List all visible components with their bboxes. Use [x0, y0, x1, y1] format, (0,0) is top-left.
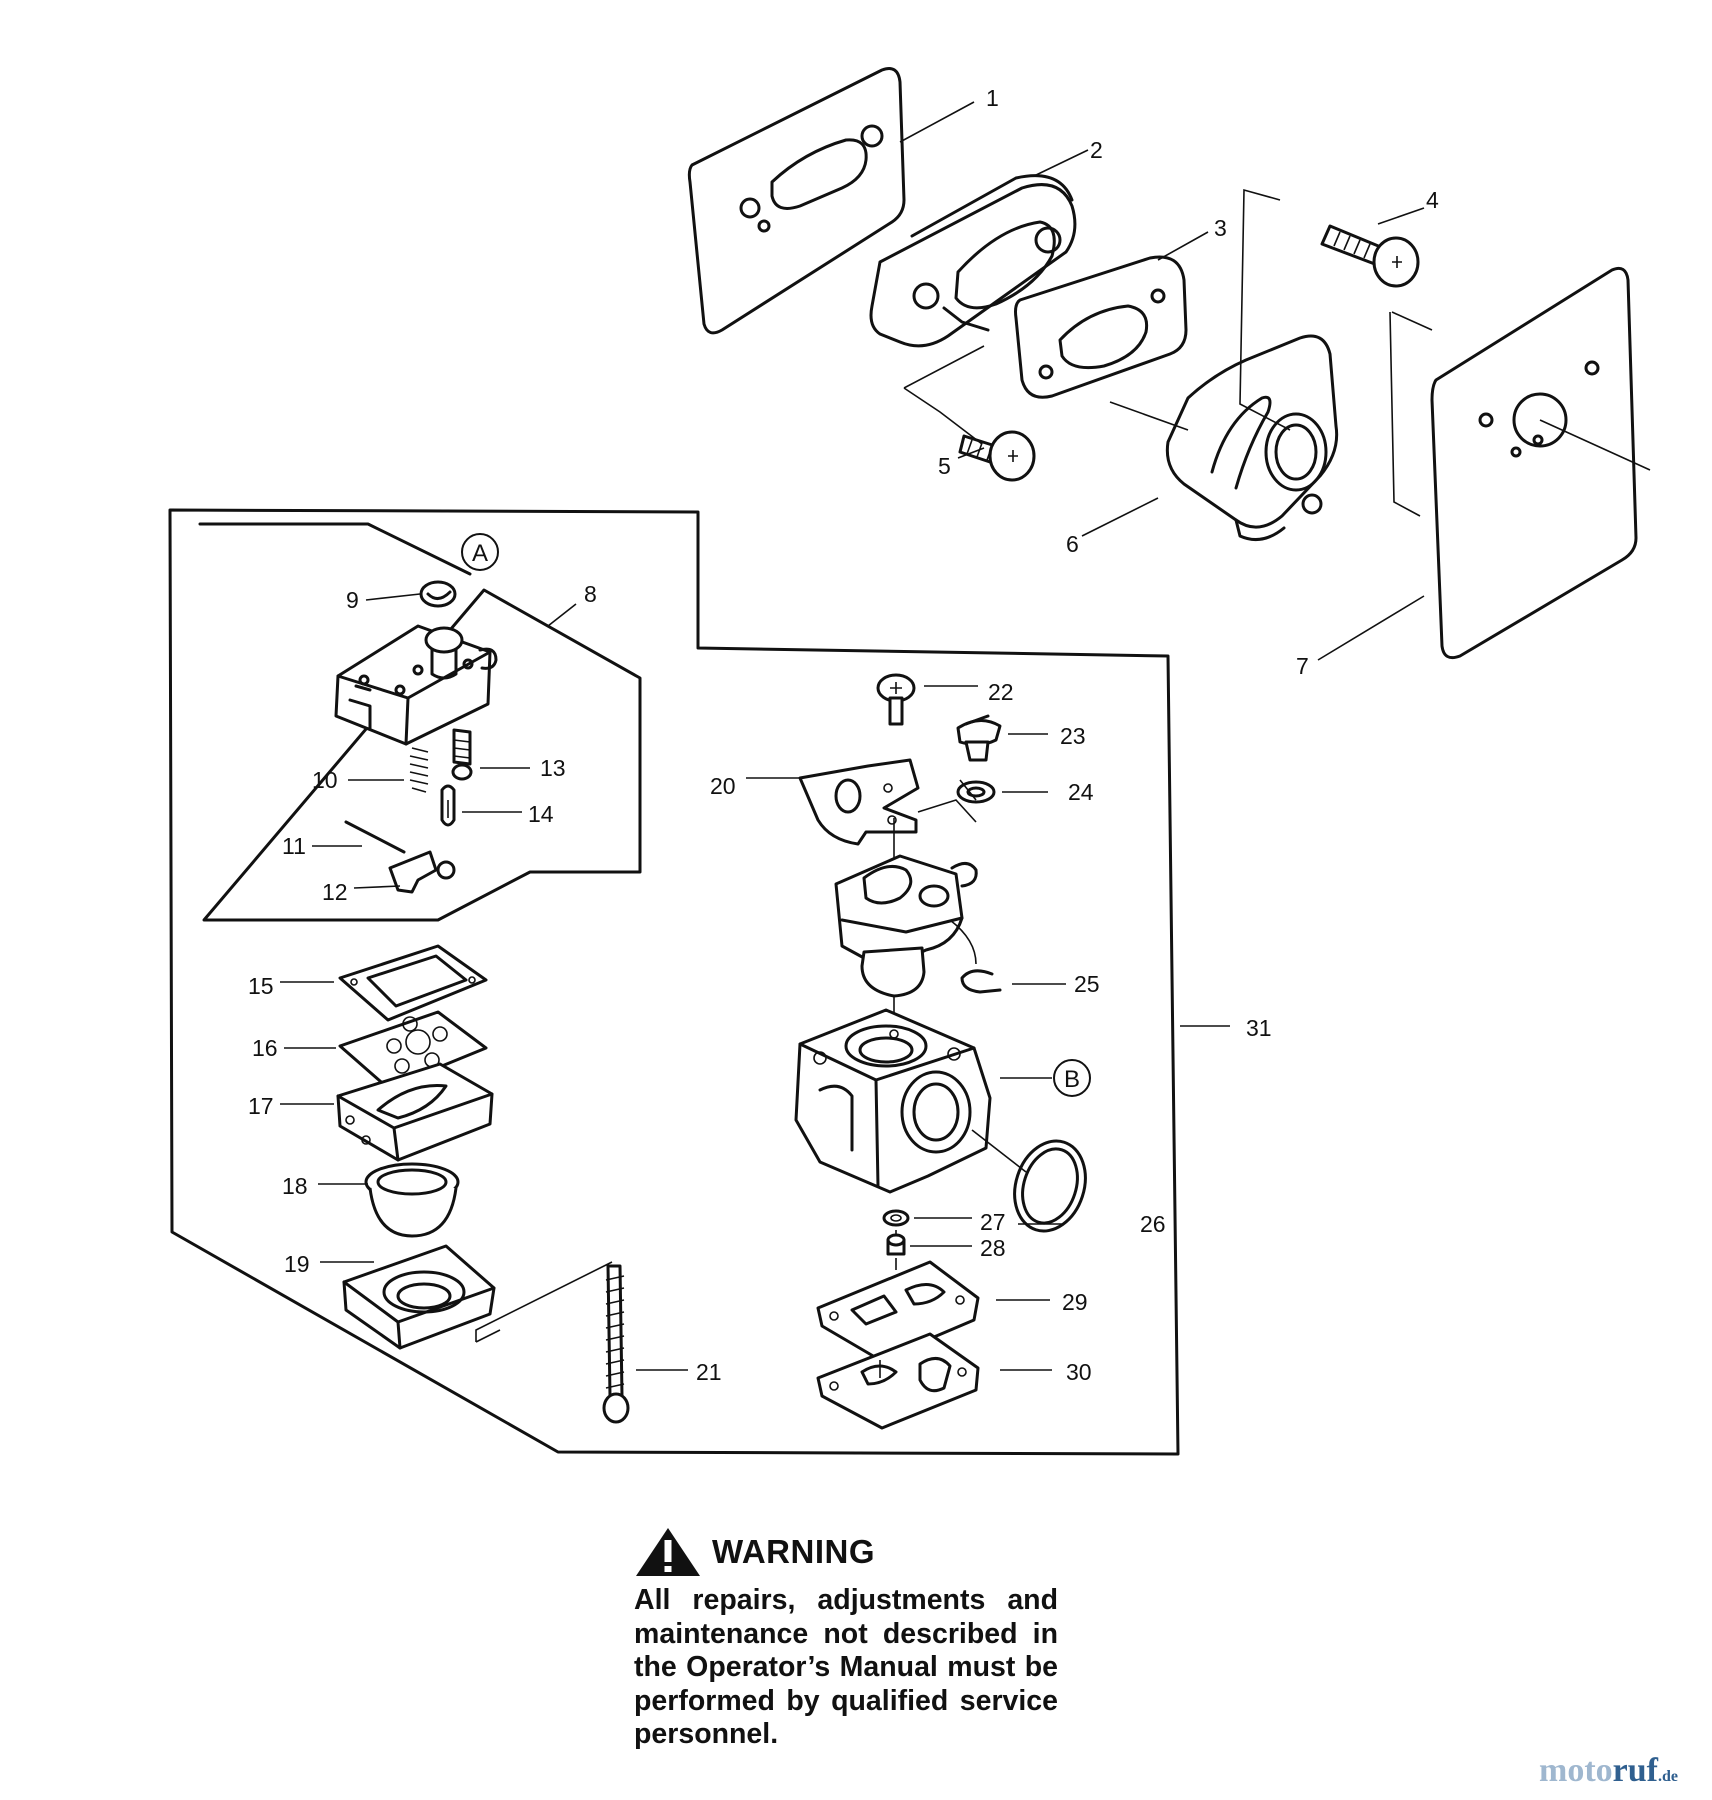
- warning-body: All repairs, adjustments and maintenance…: [634, 1584, 1058, 1750]
- part-number-label: 22: [988, 679, 1014, 705]
- part-13-screw: [451, 728, 473, 781]
- part-22-screw: [876, 673, 916, 726]
- assembly-box-31: [168, 508, 1180, 1456]
- warning-header: WARNING: [634, 1526, 1058, 1578]
- part-number-label: 26: [1140, 1211, 1166, 1237]
- part-number-label: 23: [1060, 723, 1086, 749]
- part-number-label: 12: [322, 879, 348, 905]
- warning-title: WARNING: [712, 1533, 875, 1570]
- watermark-part-b: ruf: [1612, 1752, 1658, 1789]
- part-28-nozzle: [886, 1233, 906, 1256]
- part-9-disc: [419, 580, 457, 608]
- part-16-diaphragm: [338, 1010, 488, 1090]
- part-number-label: 8: [584, 581, 597, 607]
- part-number-label: 2: [1090, 137, 1103, 163]
- part-number-label: 17: [248, 1093, 274, 1119]
- part-25-clip: [960, 969, 1002, 994]
- part-19-cover-plate: [342, 1244, 496, 1350]
- part-number-label: 27: [980, 1209, 1006, 1235]
- part-11-pin: [344, 820, 406, 854]
- part-24-washer: [956, 780, 996, 804]
- part-number-label: 7: [1296, 653, 1309, 679]
- part-1-gasket: [687, 67, 906, 335]
- watermark-logo: motoruf.de: [1539, 1752, 1678, 1790]
- carburetor-throttle-body: [834, 854, 978, 998]
- part-27-washer: [882, 1209, 910, 1227]
- part-number-label: 4: [1426, 187, 1439, 213]
- part-6-holder: [1165, 334, 1339, 542]
- part-number-label: 16: [252, 1035, 278, 1061]
- warning-triangle-icon: [636, 1528, 700, 1576]
- part-number-label: 30: [1066, 1359, 1092, 1385]
- part-8-pump-body: [334, 624, 498, 746]
- part-number-labels: 1 2 3 4 5 6 7 8 9 10 11 12 13 14 15 16 1…: [248, 85, 1439, 1385]
- part-number-label: 28: [980, 1235, 1006, 1261]
- warning-notice: WARNING All repairs, adjustments and mai…: [634, 1526, 1058, 1752]
- part-number-label: 25: [1074, 971, 1100, 997]
- part-number-label: 31: [1246, 1015, 1272, 1041]
- part-14-needle: [440, 784, 456, 827]
- ref-label-a: A: [472, 540, 488, 567]
- ref-circle-a: A: [461, 533, 499, 571]
- part-26-gasket-ring: [1013, 1139, 1087, 1233]
- part-7-gasket: [1430, 266, 1638, 660]
- part-number-label: 13: [540, 755, 566, 781]
- part-18-primer-bulb: [364, 1162, 460, 1238]
- leader-lines: [280, 101, 1425, 1371]
- part-number-label: 9: [346, 587, 359, 613]
- part-23-screw: [956, 714, 1002, 762]
- carburetor-main-body: [794, 1008, 992, 1194]
- part-5-screw: [958, 430, 1036, 482]
- assembly-box-8: [198, 522, 642, 922]
- part-number-label: 14: [528, 801, 554, 827]
- part-29-gasket: [816, 1260, 980, 1362]
- part-number-label: 20: [710, 773, 736, 799]
- watermark-part-a: moto: [1539, 1752, 1613, 1789]
- part-number-label: 18: [282, 1173, 308, 1199]
- part-17-cover: [336, 1062, 494, 1162]
- part-number-label: 19: [284, 1251, 310, 1277]
- part-number-label: 10: [312, 767, 338, 793]
- part-12-lever: [388, 850, 456, 894]
- ref-label-b: B: [1064, 1066, 1080, 1093]
- part-number-label: 21: [696, 1359, 722, 1385]
- part-21-long-screw: [602, 1264, 630, 1424]
- part-number-label: 24: [1068, 779, 1094, 805]
- part-10-spring: [409, 747, 429, 793]
- part-30-gasket: [816, 1332, 980, 1430]
- part-number-label: 15: [248, 973, 274, 999]
- part-number-label: 5: [938, 453, 951, 479]
- part-20-lever: [798, 758, 920, 846]
- watermark-tld: .de: [1658, 1768, 1678, 1785]
- part-number-label: 6: [1066, 531, 1079, 557]
- part-number-label: 1: [986, 85, 999, 111]
- part-4-screw: [1320, 224, 1420, 288]
- ref-circle-b: B: [1053, 1059, 1091, 1097]
- part-3-gasket: [1014, 255, 1188, 399]
- part-number-label: 11: [282, 833, 306, 859]
- part-2-insulator: [869, 174, 1077, 348]
- part-number-label: 29: [1062, 1289, 1088, 1315]
- part-number-label: 3: [1214, 215, 1227, 241]
- part-15-gasket: [338, 944, 488, 1022]
